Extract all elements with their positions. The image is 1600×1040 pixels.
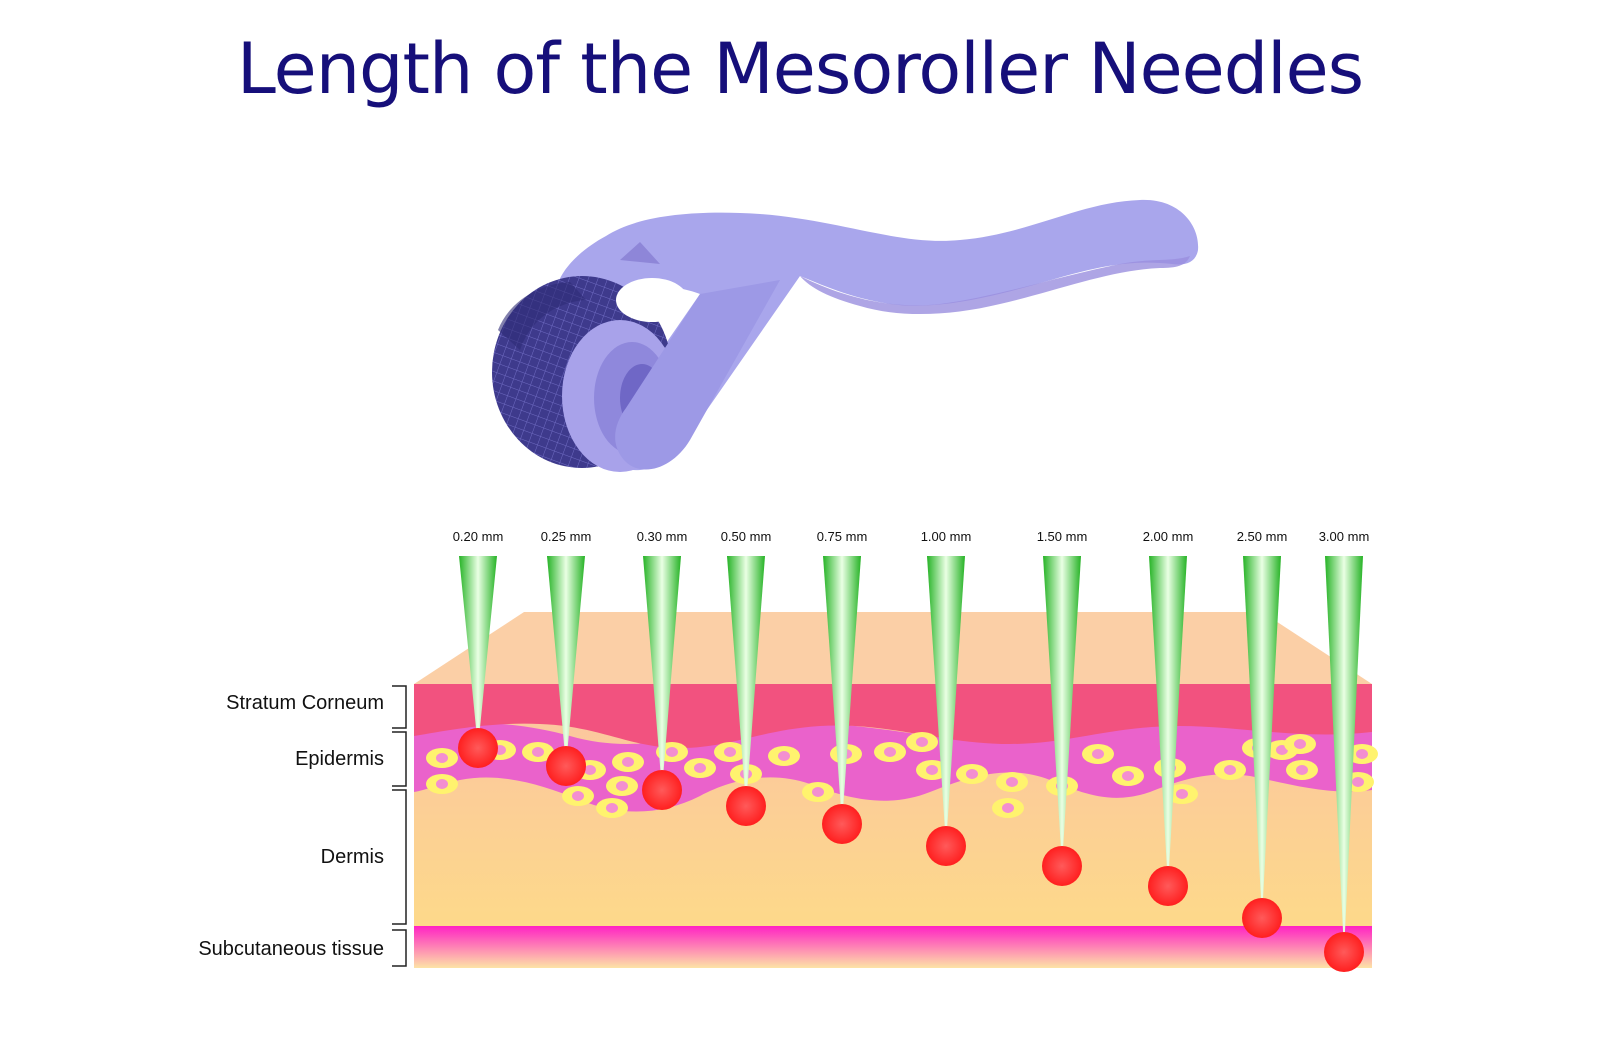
puncture-point xyxy=(1042,846,1082,886)
needle-length-label: 2.00 mm xyxy=(1143,529,1194,544)
subcutaneous-bracket xyxy=(392,929,407,967)
cell-nucleus xyxy=(724,747,736,757)
cell-nucleus xyxy=(1294,739,1306,749)
needle-length-label: 3.00 mm xyxy=(1319,529,1370,544)
cell-nucleus xyxy=(916,737,928,747)
needle xyxy=(927,556,965,846)
stratum-corneum-bracket xyxy=(392,685,407,729)
needle-length-label: 0.25 mm xyxy=(541,529,592,544)
cell-nucleus xyxy=(436,753,448,763)
needle-length-label: 1.00 mm xyxy=(921,529,972,544)
puncture-point xyxy=(642,770,682,810)
puncture-point xyxy=(726,786,766,826)
needle xyxy=(643,556,681,790)
cell-nucleus xyxy=(1092,749,1104,759)
epidermis-label: Epidermis xyxy=(295,748,384,770)
needle xyxy=(459,556,497,748)
puncture-point xyxy=(1148,866,1188,906)
dermis-label: Dermis xyxy=(321,846,384,868)
cell-nucleus xyxy=(1276,745,1288,755)
needle xyxy=(1043,556,1081,866)
stratum-corneum-label: Stratum Corneum xyxy=(226,692,384,714)
cell-nucleus xyxy=(778,751,790,761)
needle-length-label: 0.75 mm xyxy=(817,529,868,544)
cell-nucleus xyxy=(1352,777,1364,787)
cell-nucleus xyxy=(1122,771,1134,781)
cell-nucleus xyxy=(584,765,596,775)
needle-length-label: 2.50 mm xyxy=(1237,529,1288,544)
needle-length-label: 0.20 mm xyxy=(453,529,504,544)
cell-nucleus xyxy=(436,779,448,789)
puncture-point xyxy=(1324,932,1364,972)
puncture-point xyxy=(926,826,966,866)
needle-length-label: 0.30 mm xyxy=(637,529,688,544)
dermis-bracket xyxy=(392,789,407,925)
cell-nucleus xyxy=(1002,803,1014,813)
cell-nucleus xyxy=(606,803,618,813)
puncture-point xyxy=(1242,898,1282,938)
puncture-point xyxy=(822,804,862,844)
epidermis-bracket xyxy=(392,731,407,787)
cell-nucleus xyxy=(666,747,678,757)
subcutaneous-layer xyxy=(414,926,1372,968)
cell-nucleus xyxy=(926,765,938,775)
epidermis-cells xyxy=(426,732,1378,818)
cell-nucleus xyxy=(694,763,706,773)
cell-nucleus xyxy=(532,747,544,757)
needle xyxy=(1149,556,1187,886)
needles-group: 0.20 mm 0.25 mm 0.30 mm 0.50 mm 0.75 mm 1.00 … xyxy=(453,529,1370,972)
puncture-point xyxy=(458,728,498,768)
needle xyxy=(727,556,765,806)
layer-labels: Stratum Corneum Epidermis Dermis Subcuta… xyxy=(198,685,407,967)
needle-length-label: 0.50 mm xyxy=(721,529,772,544)
needle-length-label: 1.50 mm xyxy=(1037,529,1088,544)
stratum-corneum-layer xyxy=(414,684,1372,748)
cell-nucleus xyxy=(1006,777,1018,787)
needle xyxy=(823,556,861,824)
cell-nucleus xyxy=(1356,749,1368,759)
cell-nucleus xyxy=(622,757,634,767)
page-title: Length of the Mesoroller Needles xyxy=(236,28,1364,110)
puncture-point xyxy=(546,746,586,786)
subcutaneous-label: Subcutaneous tissue xyxy=(198,938,384,960)
cell-nucleus xyxy=(966,769,978,779)
cell-nucleus xyxy=(616,781,628,791)
needle xyxy=(1325,556,1363,952)
needle xyxy=(547,556,585,766)
cell-nucleus xyxy=(884,747,896,757)
cell-nucleus xyxy=(812,787,824,797)
cell-nucleus xyxy=(572,791,584,801)
cell-nucleus xyxy=(1296,765,1308,775)
mesoroller-icon xyxy=(492,199,1199,472)
cell-nucleus xyxy=(1176,789,1188,799)
needle xyxy=(1243,556,1281,918)
cell-nucleus xyxy=(1224,765,1236,775)
